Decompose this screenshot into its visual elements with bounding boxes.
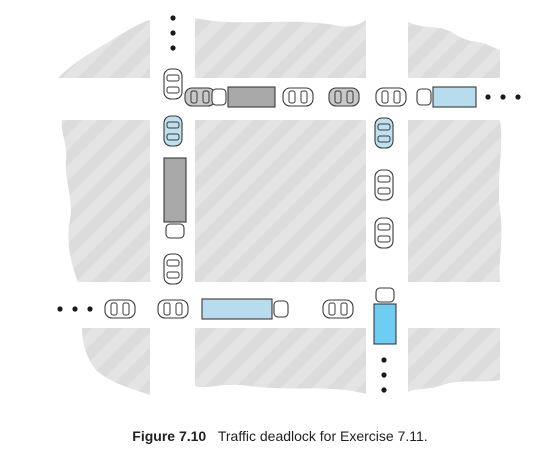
ellipsis-dots-bottom	[381, 357, 387, 393]
ellipsis-dots-right	[485, 94, 521, 100]
car-icon	[104, 299, 136, 319]
car-icon	[184, 87, 216, 107]
vehicles	[104, 68, 477, 345]
block-bottom-left	[82, 328, 150, 395]
car-icon	[163, 115, 183, 147]
car-icon	[375, 87, 407, 107]
block-center	[195, 120, 366, 282]
block-top-left	[58, 20, 150, 78]
truck-icon	[211, 86, 276, 108]
figure-label: Figure 7.10	[132, 428, 207, 444]
car-icon	[163, 68, 183, 100]
block-middle-left	[61, 120, 150, 282]
car-icon	[374, 217, 394, 249]
truck-icon	[416, 86, 477, 108]
block-top-center	[195, 18, 366, 78]
car-icon	[157, 299, 189, 319]
car-icon	[374, 117, 394, 149]
block-bottom-right	[408, 328, 500, 392]
car-icon	[163, 253, 183, 285]
car-icon	[282, 87, 314, 107]
truck-icon	[163, 157, 187, 239]
city-blocks	[58, 18, 502, 395]
car-icon	[322, 299, 354, 319]
truck-icon	[201, 298, 289, 320]
truck-icon	[373, 287, 397, 345]
block-top-right	[408, 22, 500, 78]
block-bottom-center	[195, 328, 366, 394]
block-middle-right	[408, 120, 502, 282]
ellipsis-dots-left	[57, 306, 93, 312]
car-icon	[374, 169, 394, 201]
figure-caption: Figure 7.10 Traffic deadlock for Exercis…	[0, 428, 560, 444]
figure-title: Traffic deadlock for Exercise 7.11.	[217, 428, 428, 444]
ellipsis-dots-top	[170, 15, 176, 51]
traffic-deadlock-diagram	[57, 15, 521, 395]
car-icon	[328, 87, 360, 107]
